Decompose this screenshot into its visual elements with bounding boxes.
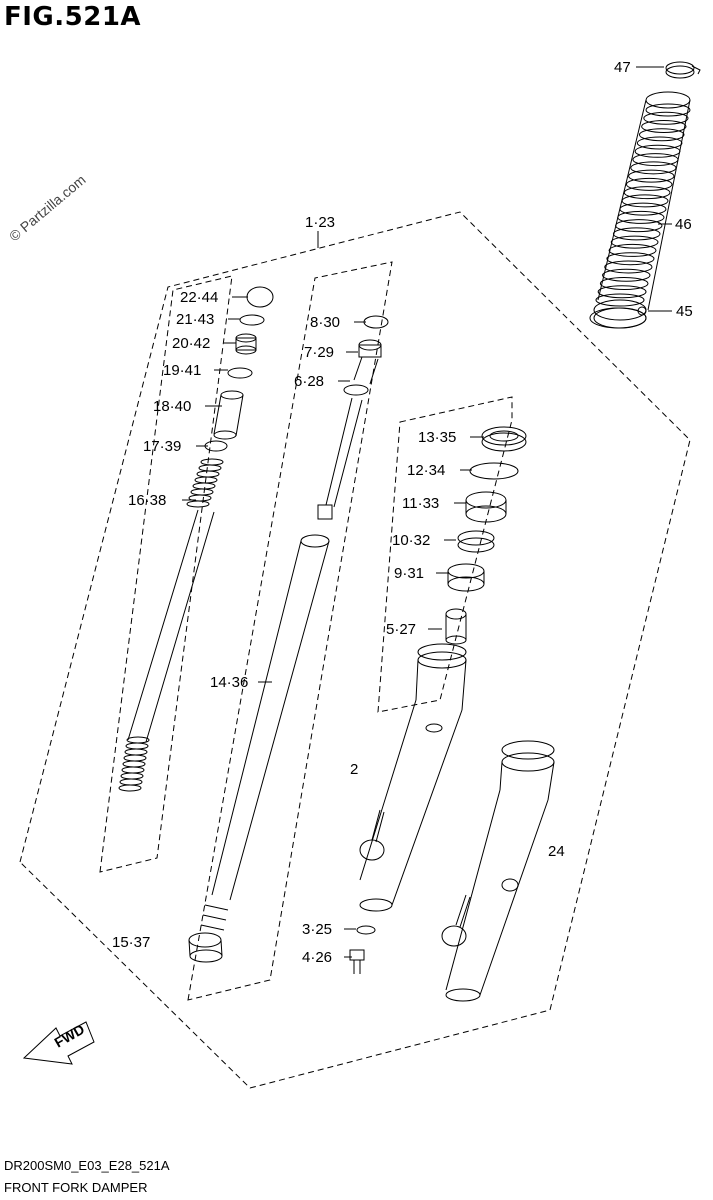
callout-14-36: 14·36 [210,674,249,691]
callout-21-43: 21·43 [176,311,215,328]
callout-19-41: 19·41 [163,362,202,379]
callout-18-40: 18·40 [153,398,192,415]
callout-6-28: 6·28 [294,373,325,390]
outer-tube-24 [441,740,555,1002]
nut-20 [235,333,257,355]
callout-22-44: 22·44 [180,289,219,306]
rod-head-7 [358,339,382,358]
spring-16-bottom [118,736,150,792]
callout-13-35: 13·35 [418,429,457,446]
inner-cartridge-outline [99,275,233,873]
callout-5-27: 5·27 [386,621,417,638]
bolt-4 [349,949,365,974]
callout-15-37: 15·37 [112,934,151,951]
leader-lines [182,66,672,958]
inner-rod-outline [187,261,393,1001]
ring-8 [363,315,389,329]
ring-21 [239,314,265,326]
cap-22 [246,286,274,308]
callout-12-34: 12·34 [407,462,446,479]
callout-7-29: 7·29 [304,344,335,361]
callout-20-42: 20·42 [172,335,211,352]
bushing-10 [457,530,495,553]
spacer-18 [213,390,244,440]
seat-17 [204,440,228,452]
callout-9-31: 9·31 [394,565,425,582]
callout-8-30: 8·30 [310,314,341,331]
callout-2: 2 [350,761,359,778]
bushing-9 [447,563,485,592]
cylinder-14 [200,534,330,931]
oil-lock-5 [445,608,467,645]
diagram-code: DR200SM0_E03_E28_521A [4,1158,170,1173]
callout-1-23: 1·23 [305,214,336,231]
diagram-caption: FRONT FORK DAMPER [4,1180,148,1195]
callout-46: 46 [675,216,692,233]
figure-title: FIG.521A [4,2,142,32]
clamp-45 [589,306,647,329]
assembly-outline [19,211,691,1089]
callout-3-25: 3·25 [302,921,333,938]
callout-11-33: 11·33 [402,495,440,512]
callout-16-38: 16·38 [128,492,167,509]
washer-3 [356,925,376,935]
callout-45: 45 [676,303,693,320]
damper-rod-6 [317,356,379,520]
callout-24: 24 [548,843,565,860]
clamp-47 [665,61,701,79]
outer-tube-2 [359,643,467,912]
callout-47: 47 [614,59,631,76]
stopper-ring-12 [469,462,519,480]
washer-11 [465,491,507,523]
callout-4-26: 4·26 [302,949,333,966]
spring-16 [186,458,224,508]
callout-10-32: 10·32 [392,532,431,549]
fork-boot-46 [593,91,691,329]
inner-seal-outline [377,396,513,713]
washer-19 [227,367,253,379]
bottom-piece-15 [188,932,223,963]
callout-17-39: 17·39 [143,438,182,455]
oil-seal-13 [481,426,527,452]
fwd-arrow: FWD [22,1021,95,1065]
